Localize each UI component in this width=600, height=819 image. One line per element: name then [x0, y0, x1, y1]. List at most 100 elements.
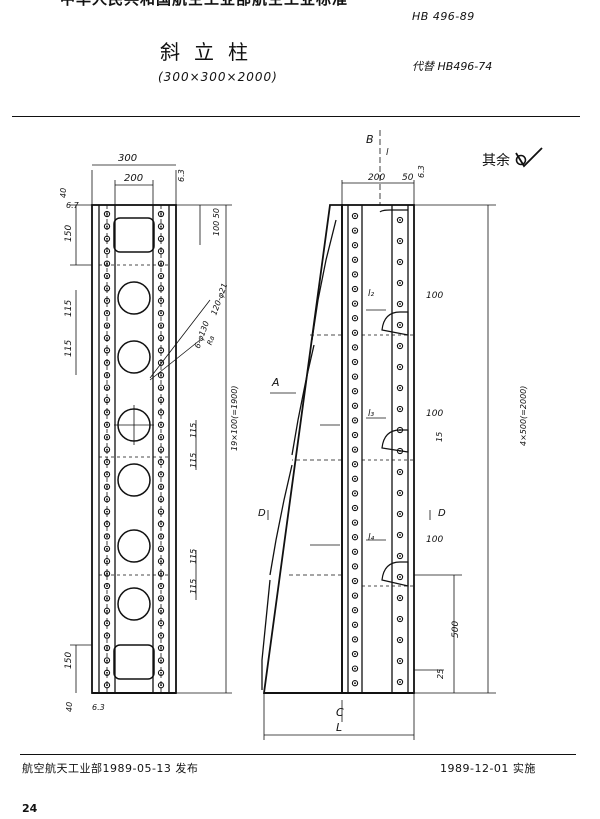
- bolt-hole-center: [354, 550, 356, 553]
- bolt-hole: [157, 496, 165, 503]
- bolt-hole-center: [354, 229, 356, 232]
- bolt-hole-center: [354, 390, 356, 393]
- bolt-hole-center: [399, 408, 401, 410]
- bolt-hole-center: [160, 523, 162, 525]
- bolt-hole-center: [399, 261, 401, 263]
- bolt-hole-center: [160, 213, 162, 215]
- bottom-opening: [113, 644, 155, 680]
- bolt-hole-center: [160, 374, 162, 377]
- bolt-hole: [396, 426, 404, 434]
- bolt-hole-center: [354, 609, 356, 612]
- bolt-hole: [103, 520, 111, 528]
- dim-115-e: 115: [189, 549, 198, 564]
- bolt-hole: [103, 496, 111, 503]
- bolt-hole: [157, 372, 165, 379]
- bolt-hole: [351, 680, 359, 687]
- bolt-hole: [396, 489, 404, 497]
- bolt-hole: [396, 552, 404, 560]
- bolt-hole-center: [354, 682, 356, 685]
- dim-115-a: 115: [64, 300, 74, 317]
- bolt-hole: [396, 636, 404, 644]
- dim-100-b: 100: [426, 409, 443, 419]
- label-l: L: [336, 721, 342, 734]
- bolt-hole: [396, 342, 404, 350]
- bolt-hole-center: [354, 273, 356, 276]
- bolt-hole-center: [160, 237, 162, 240]
- bolt-hole: [351, 621, 359, 628]
- bolt-hole: [103, 657, 111, 664]
- bolt-hole-center: [106, 535, 108, 538]
- bolt-hole: [157, 682, 165, 689]
- bolt-hole-center: [354, 404, 356, 407]
- bolt-hole-center: [354, 667, 356, 670]
- bolt-hole-center: [160, 461, 162, 463]
- bolt-hole: [157, 520, 165, 528]
- bolt-hole: [103, 558, 111, 565]
- bolt-hole-center: [160, 572, 162, 575]
- bolt-hole: [396, 405, 404, 413]
- bolt-hole: [351, 650, 359, 658]
- bolt-hole: [157, 260, 165, 267]
- bolt-hole: [351, 490, 359, 497]
- bolt-hole-center: [354, 375, 356, 378]
- bolt-hole-center: [160, 473, 162, 476]
- bolt-hole: [157, 285, 165, 292]
- bolt-hole-center: [160, 436, 162, 439]
- bolt-hole-center: [354, 419, 356, 422]
- left-bolt-holes: [103, 210, 165, 689]
- bolt-hole-center: [106, 436, 108, 439]
- bolt-hole-center: [399, 303, 401, 305]
- dim-115-f: 115: [189, 579, 198, 594]
- bolt-hole: [157, 446, 165, 453]
- bolt-hole: [157, 210, 165, 218]
- bolt-hole: [396, 447, 404, 455]
- right-view: [261, 204, 415, 694]
- bolt-hole: [103, 582, 111, 590]
- right-bolt-holes: [351, 212, 404, 687]
- label-d-left: D: [258, 508, 266, 519]
- round-opening: [117, 587, 151, 621]
- bolt-hole-center: [106, 560, 108, 563]
- bolt-hole: [157, 322, 165, 329]
- bolt-hole: [157, 657, 165, 664]
- bolt-hole-center: [160, 510, 162, 513]
- bolt-hole-center: [106, 312, 108, 315]
- label-d-right: D: [438, 508, 446, 519]
- bolt-hole: [103, 620, 111, 627]
- part-name: 斜立柱: [160, 40, 262, 64]
- bolt-hole-center: [106, 461, 108, 463]
- bolt-hole: [103, 669, 111, 676]
- bolt-hole-center: [106, 485, 108, 488]
- bolt-hole-center: [160, 386, 162, 389]
- bolt-hole: [157, 607, 165, 614]
- bolt-hole: [103, 607, 111, 614]
- bolt-hole-center: [106, 634, 108, 637]
- bolt-hole-center: [354, 536, 356, 539]
- label-l2: l₂: [368, 289, 375, 299]
- bolt-hole-center: [399, 240, 401, 242]
- dim-150-bot: 150: [64, 652, 74, 669]
- bolt-hole: [351, 300, 359, 307]
- bolt-hole: [351, 548, 359, 555]
- bolt-hole-center: [399, 345, 401, 347]
- bolt-hole: [351, 271, 359, 278]
- bolt-hole-center: [160, 448, 162, 451]
- bolt-hole: [157, 347, 165, 354]
- bolt-hole: [157, 632, 165, 639]
- bolt-hole: [351, 475, 359, 482]
- bolt-hole-center: [354, 331, 356, 334]
- bolt-hole: [103, 446, 111, 453]
- bolt-hole-center: [106, 299, 108, 302]
- bolt-hole: [351, 577, 359, 585]
- bolt-hole: [103, 471, 111, 478]
- bolt-hole: [351, 388, 359, 395]
- bolt-hole-center: [354, 463, 356, 466]
- bolt-hole: [157, 644, 165, 652]
- bolt-hole: [157, 396, 165, 404]
- dim-15: 15: [435, 432, 444, 442]
- bolt-hole: [103, 285, 111, 292]
- bolt-hole-center: [399, 618, 401, 620]
- bolt-hole: [103, 682, 111, 689]
- bolt-hole: [103, 533, 111, 540]
- bolt-hole-center: [160, 671, 162, 674]
